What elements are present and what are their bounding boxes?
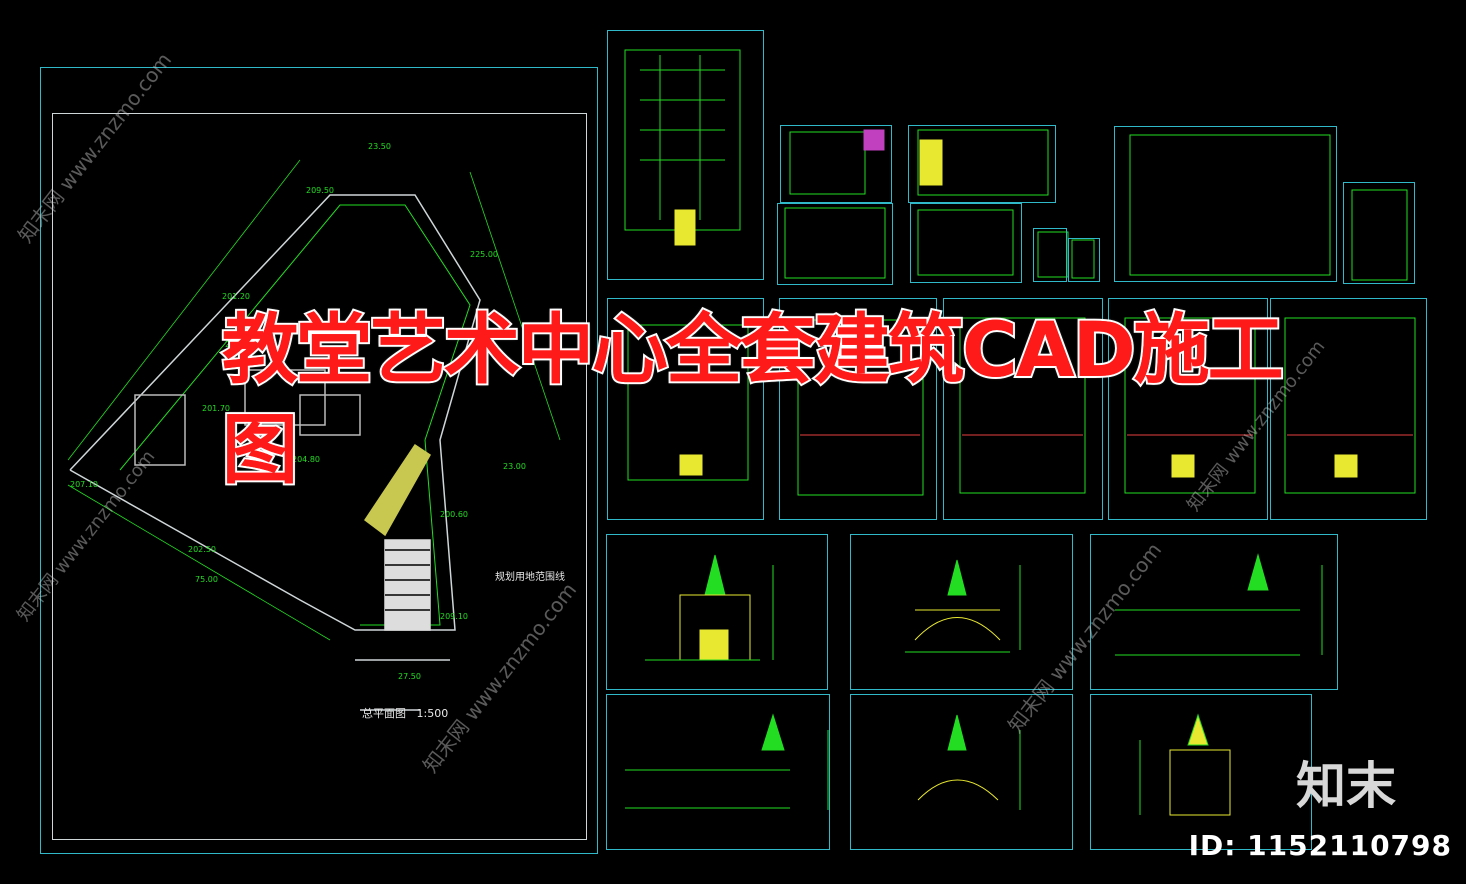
- dim-label: 75.00: [195, 575, 218, 584]
- dim-label: 201.70: [202, 404, 230, 413]
- sheet-front-elevation: [606, 534, 828, 690]
- sheet-details-2: [908, 125, 1056, 203]
- banner-title: 教堂艺术中心全套建筑CAD施工图: [222, 305, 1284, 494]
- sheet-details-3: [910, 203, 1022, 283]
- sheet-window-details: [777, 203, 893, 285]
- sheet-floor-plan-6: [1270, 298, 1427, 520]
- dim-label: 200.60: [440, 510, 468, 519]
- sheet-side-elevation-2: [606, 694, 830, 850]
- dim-label: 204.80: [292, 455, 320, 464]
- sheet-side-elevation-1: [1090, 534, 1338, 690]
- sheet-details-1: [780, 125, 892, 203]
- site-plan-frame: [52, 113, 587, 840]
- sheet-floor-plan-4: [943, 298, 1103, 520]
- sheet-schedule: [1343, 182, 1415, 284]
- sheet-section-1: [850, 534, 1073, 690]
- dim-label: 202.50: [225, 340, 253, 349]
- boundary-label: 规划用地范围线: [495, 572, 565, 583]
- dim-label: 209.50: [306, 186, 334, 195]
- dim-label: 201.20: [222, 292, 250, 301]
- sheet-details-4: [1033, 228, 1067, 282]
- brand-logo-text: 知末: [1296, 757, 1396, 815]
- sheet-floor-plan-1: [607, 30, 764, 280]
- sheet-floor-plan-5: [1108, 298, 1268, 520]
- dim-label: 225.00: [470, 250, 498, 259]
- dim-label: 23.50: [368, 142, 391, 151]
- sheet-rear-elevation: [1090, 694, 1312, 850]
- banner-title-outline: 教堂艺术中心全套建筑CAD施工图: [220, 303, 1286, 496]
- sheet-floor-plan-3: [779, 298, 937, 520]
- sheet-design-notes: [1114, 126, 1337, 282]
- dim-label: 207.10: [70, 480, 98, 489]
- dim-label: 202.50: [188, 545, 216, 554]
- site-plan-caption: 总平面图 1:500: [362, 707, 449, 720]
- dim-label: 23.00: [503, 462, 526, 471]
- sheet-floor-plan-2: [607, 298, 764, 520]
- site-plan-drawing: [67, 159, 561, 711]
- sheet-section-2: [850, 694, 1073, 850]
- site-plan-sheet: [40, 67, 598, 854]
- sheet-details-5: [1068, 238, 1100, 282]
- brand-id: ID: 1152110798: [1188, 829, 1452, 862]
- dim-label: 209.10: [440, 612, 468, 621]
- dim-label: 27.50: [398, 672, 421, 681]
